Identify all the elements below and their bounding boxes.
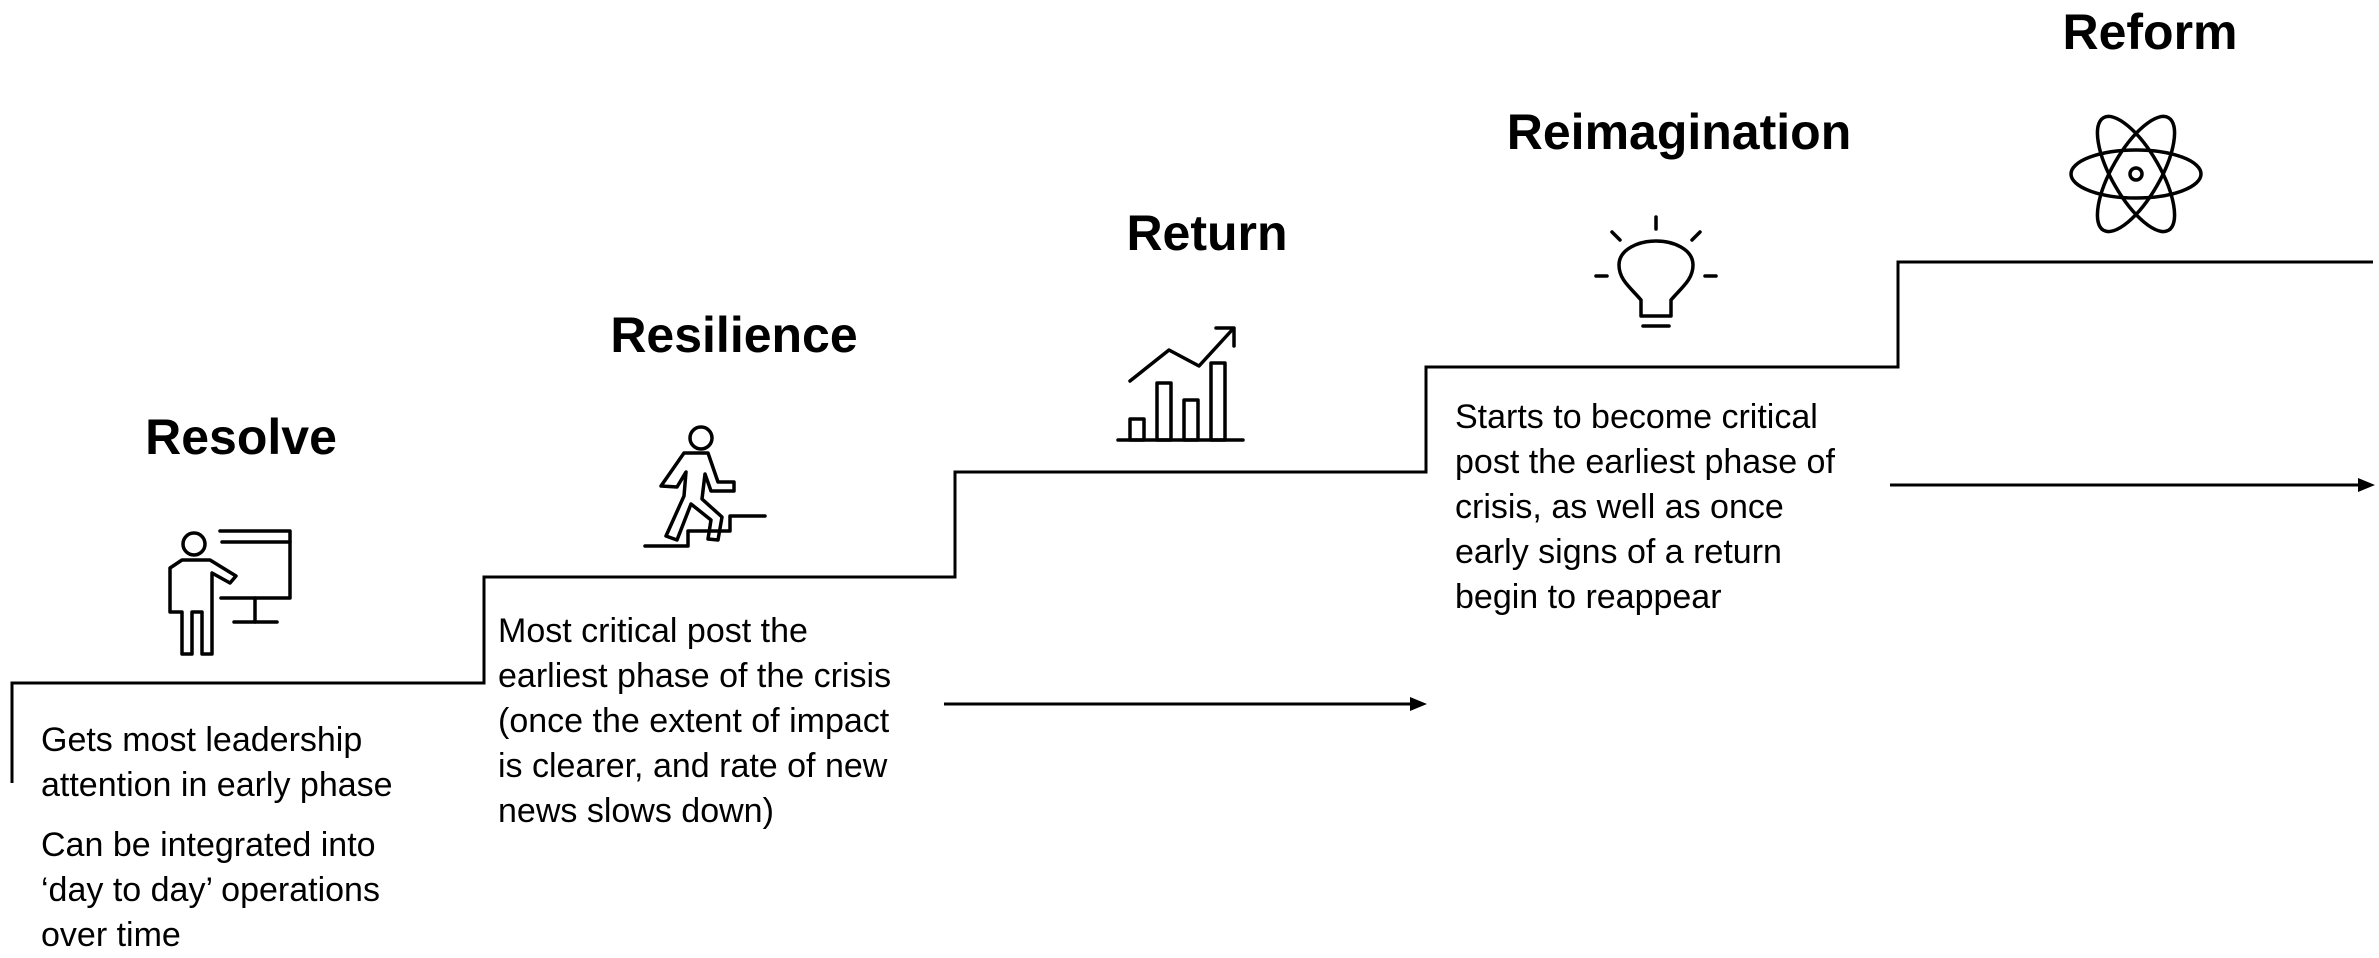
staircase-path — [10, 260, 2373, 783]
presenter-board-icon — [168, 529, 292, 656]
phase-title-return: Return — [1126, 205, 1288, 261]
phase-title-resolve: Resolve — [145, 409, 337, 465]
resilience-description: Most critical post the earliest phase of… — [498, 612, 892, 830]
atom-icon — [2069, 114, 2203, 234]
phase-title-reform: Reform — [2062, 4, 2238, 60]
phase-title-reimagination: Reimagination — [1506, 104, 1852, 160]
reimagination-description: Starts to become critical post the earli… — [1455, 398, 1835, 616]
lightbulb-icon — [1594, 215, 1718, 328]
phase-title-resilience: Resilience — [610, 307, 858, 363]
person-climbing-stairs-icon — [643, 425, 767, 548]
arrowhead-reimagination — [2358, 478, 2375, 492]
bar-chart-trend-up-icon — [1116, 326, 1245, 442]
arrowhead-resilience — [1410, 697, 1427, 711]
resolve-description-1: Gets most leadership attention in early … — [41, 721, 393, 804]
resolve-description-2: Can be integrated into ‘day to day’ oper… — [41, 826, 380, 954]
